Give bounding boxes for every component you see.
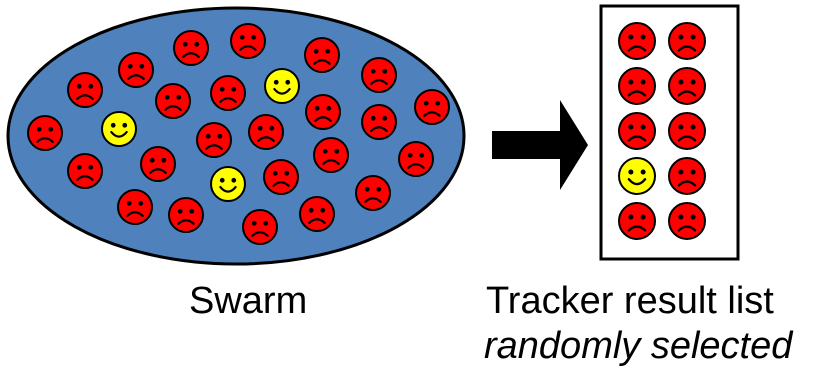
happy-face-icon bbox=[264, 68, 300, 104]
right-arrow-icon bbox=[492, 100, 588, 190]
happy-face-icon bbox=[618, 157, 656, 195]
sad-face-icon bbox=[313, 137, 349, 173]
sad-face-icon bbox=[173, 30, 209, 66]
sad-face-icon bbox=[668, 22, 706, 60]
sad-face-icon bbox=[263, 159, 299, 195]
sad-face-icon bbox=[668, 202, 706, 240]
sad-face-icon bbox=[140, 146, 176, 182]
sad-face-icon bbox=[299, 196, 335, 232]
sad-face-icon bbox=[305, 94, 341, 130]
sad-face-icon bbox=[414, 89, 450, 125]
happy-face-icon bbox=[101, 111, 137, 147]
tracker-faces bbox=[618, 22, 706, 240]
sad-face-icon bbox=[361, 57, 397, 93]
sad-face-icon bbox=[196, 122, 232, 158]
sad-face-icon bbox=[230, 23, 266, 59]
sad-face-icon bbox=[117, 189, 153, 225]
sad-face-icon bbox=[168, 197, 204, 233]
sad-face-icon bbox=[361, 104, 397, 140]
swarm-label: Swarm bbox=[189, 280, 308, 322]
sad-face-icon bbox=[668, 112, 706, 150]
randomly-selected-label: randomly selected bbox=[484, 325, 793, 367]
sad-face-icon bbox=[67, 153, 103, 189]
sad-face-icon bbox=[27, 115, 63, 151]
sad-face-icon bbox=[618, 67, 656, 105]
sad-face-icon bbox=[618, 22, 656, 60]
sad-face-icon bbox=[248, 114, 284, 150]
happy-face-icon bbox=[210, 166, 246, 202]
sad-face-icon bbox=[618, 112, 656, 150]
tracker-result-list-label: Tracker result list bbox=[486, 280, 774, 322]
sad-face-icon bbox=[618, 202, 656, 240]
sad-face-icon bbox=[398, 141, 434, 177]
sad-face-icon bbox=[304, 37, 340, 73]
sad-face-icon bbox=[355, 175, 391, 211]
sad-face-icon bbox=[242, 209, 278, 245]
swarm-faces bbox=[27, 23, 450, 245]
sad-face-icon bbox=[668, 67, 706, 105]
sad-face-icon bbox=[210, 75, 246, 111]
sad-face-icon bbox=[67, 72, 103, 108]
sad-face-icon bbox=[155, 83, 191, 119]
sad-face-icon bbox=[668, 157, 706, 195]
sad-face-icon bbox=[118, 52, 154, 88]
